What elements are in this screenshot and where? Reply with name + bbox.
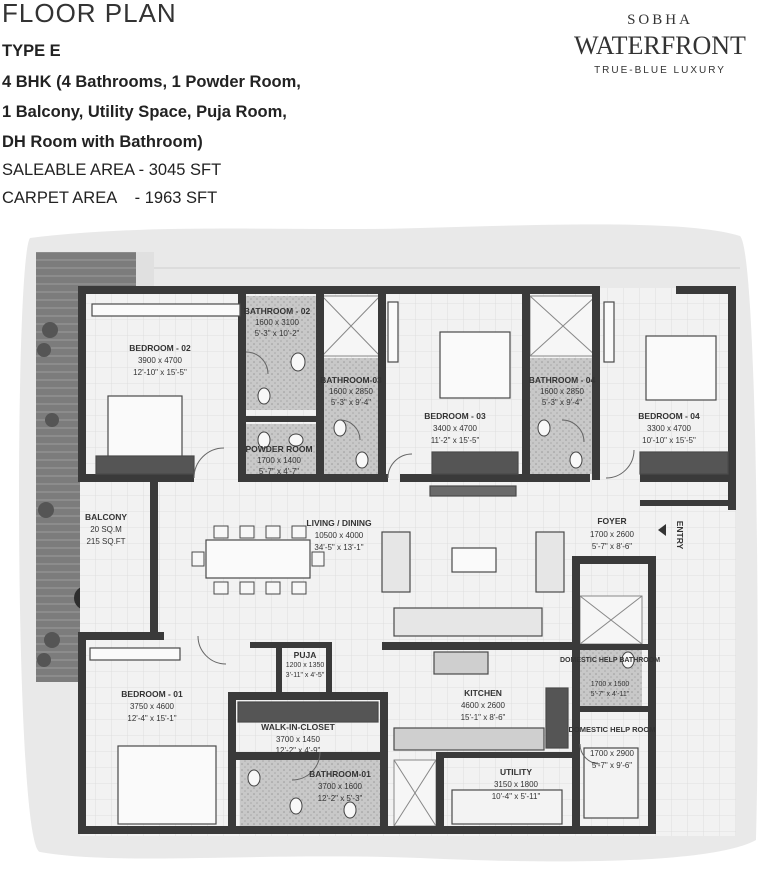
room-size-ft: 3'-11" x 4'-5"	[286, 672, 325, 679]
room-size-mm: 1600 x 3100	[255, 318, 300, 327]
room-size-ft: 12'-2" x 4'-9"	[276, 746, 321, 755]
room-size-ft: 12'-2" x 5'-3"	[318, 794, 363, 803]
room-size-mm: 3700 x 1450	[276, 735, 321, 744]
room-size-ft: 5'-7" x 4'-11"	[591, 691, 630, 698]
room-name: KITCHEN	[464, 688, 502, 698]
room-name: BEDROOM - 01	[121, 689, 183, 699]
room-name: BEDROOM - 02	[129, 343, 191, 353]
room-size-ft: 5'-3" x 9'-4"	[542, 398, 582, 407]
room-size-ft: 12'-10" x 15'-5"	[133, 368, 187, 377]
furniture	[89, 301, 729, 825]
room-size-mm: 3300 x 4700	[647, 424, 692, 433]
room-name: UTILITY	[500, 767, 532, 777]
fixture-icons	[247, 352, 635, 819]
planter-icons	[37, 322, 60, 667]
room-size-mm: 1600 x 2850	[329, 387, 374, 396]
room-size-ft: 12'-4" x 15'-1"	[127, 714, 176, 723]
entry-label: ENTRY	[675, 521, 685, 550]
room-size-mm: 1700 x 1400	[257, 456, 302, 465]
shower-boxes	[321, 295, 643, 827]
room-size-mm: 1700 x 2900	[590, 749, 635, 758]
room-size-mm: 20 SQ.M	[90, 525, 122, 534]
config-line-3: DH Room with Bathroom)	[2, 133, 203, 151]
room-name: PUJA	[294, 650, 317, 660]
room-size-ft: 10'-4" x 5'-11"	[492, 792, 541, 801]
room-name: BATHROOM-01	[309, 769, 371, 779]
room-name: BATHROOM - 04	[529, 375, 596, 385]
config-line-2: 1 Balcony, Utility Space, Puja Room,	[2, 103, 287, 121]
carpet-area: CARPET AREA - 1963 SFT	[2, 189, 218, 207]
room-name: BATHROOM - 02	[244, 306, 311, 316]
room-name: BATHROOM-03	[320, 375, 382, 385]
room-size-ft: 215 SQ.FT	[86, 537, 125, 546]
room-size-mm: 1700 x 1500	[591, 681, 630, 688]
room-size-mm: 1600 x 2850	[540, 387, 585, 396]
room-size-ft: 5'-7" x 9'-6"	[592, 761, 632, 770]
room-size-mm: 3400 x 4700	[433, 424, 478, 433]
entry-arrow-icon	[658, 524, 666, 536]
room-size-ft: 10'-10" x 15'-5"	[642, 436, 696, 445]
room-size-mm: 1700 x 2600	[590, 530, 635, 539]
room-size-ft: 34'-5" x 13'-1"	[314, 543, 363, 552]
brand-name-main: WATERFRONT	[574, 31, 746, 60]
wet-areas	[240, 296, 642, 826]
room-size-mm: 10500 x 4000	[315, 531, 364, 540]
room-name: POWDER ROOM	[245, 444, 312, 454]
room-size-mm: 3750 x 4600	[130, 702, 175, 711]
room-size-ft: 5'-7" x 4'-7"	[259, 467, 299, 476]
room-size-mm: 3700 x 1600	[318, 782, 363, 791]
room-name: LIVING / DINING	[306, 518, 372, 528]
room-size-mm: 4600 x 2600	[461, 701, 506, 710]
room-name: FOYER	[597, 516, 626, 526]
room-name: BEDROOM - 04	[638, 411, 700, 421]
saleable-area: SALEABLE AREA - 3045 SFT	[2, 161, 222, 179]
room-size-mm: 3900 x 4700	[138, 356, 183, 365]
room-size-ft: 11'-2" x 15'-5"	[431, 436, 480, 445]
brand-logo: SOBHA WATERFRONT TRUE-BLUE LUXURY	[560, 12, 760, 76]
door-swings	[193, 351, 635, 781]
config-line-1: 4 BHK (4 Bathrooms, 1 Powder Room,	[2, 73, 301, 91]
room-size-ft: 15'-1" x 8'-6"	[461, 713, 506, 722]
room-name: DOMESTIC HELP BATHROOM	[560, 657, 660, 664]
room-size-ft: 5'-3" x 10'-2"	[255, 329, 300, 338]
page-title: FLOOR PLAN	[2, 0, 177, 28]
walls	[78, 286, 736, 834]
dining-chairs	[191, 525, 325, 595]
room-size-ft: 5'-7" x 8'-6"	[592, 542, 632, 551]
room-name: BEDROOM - 03	[424, 411, 486, 421]
room-size-mm: 1200 x 1350	[286, 662, 325, 669]
unit-type: TYPE E	[2, 42, 61, 60]
room-name: WALK-IN-CLOSET	[261, 722, 335, 732]
room-labels: BEDROOM - 02 3900 x 4700 12'-10" x 15'-5…	[85, 306, 700, 803]
room-size-ft: 5'-3" x 9'-4"	[331, 398, 371, 407]
room-size-mm: 3150 x 1800	[494, 780, 539, 789]
brand-name-top: SOBHA	[627, 12, 693, 28]
room-name: DOMESTIC HELP ROOM	[569, 725, 656, 734]
room-name: BALCONY	[85, 512, 127, 522]
brand-tagline: TRUE-BLUE LUXURY	[594, 65, 726, 76]
